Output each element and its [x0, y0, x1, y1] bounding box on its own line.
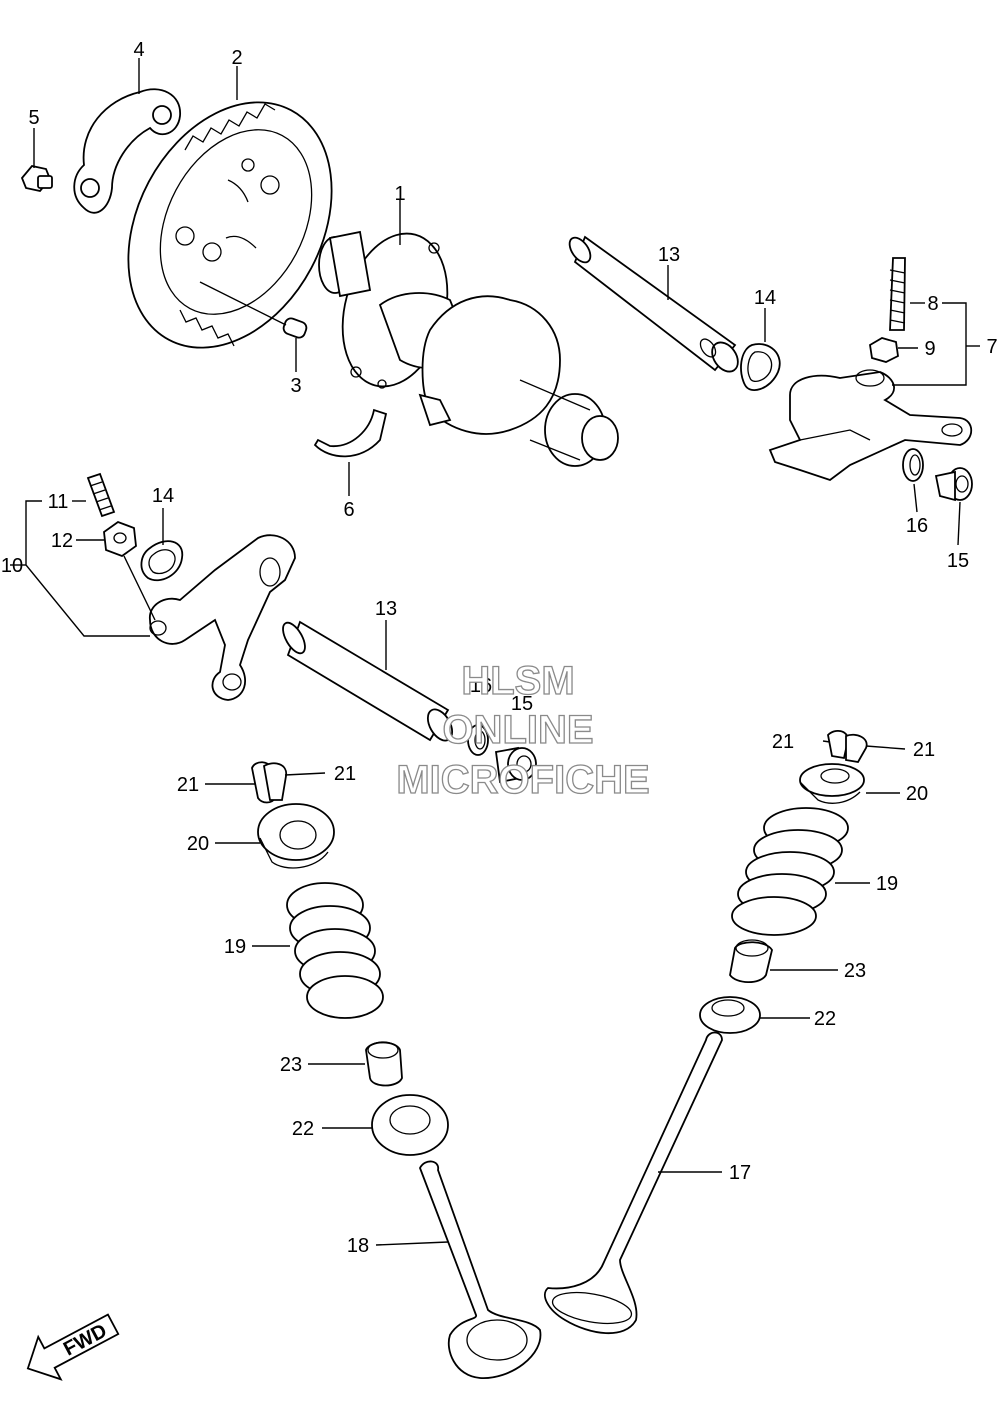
callout-3: 3 — [290, 375, 301, 397]
callout-6: 6 — [343, 499, 354, 521]
part-16-washer-upper — [902, 448, 924, 482]
part-20-spring-retainer-right — [799, 763, 865, 804]
fwd-arrow-icon: FWD — [26, 1313, 120, 1381]
part-21-cotter-halves-left — [251, 761, 287, 804]
part-10-rocker-arm-lower — [149, 534, 296, 701]
callout-21-right-a: 21 — [772, 731, 794, 753]
part-2-cam-sprocket — [127, 101, 333, 349]
callout-14-upper: 14 — [754, 287, 776, 309]
callout-21-right-b: 21 — [913, 739, 935, 761]
callout-21-left-a: 21 — [177, 774, 199, 796]
part-12-lock-nut-lower — [103, 520, 137, 558]
callout-10: 10 — [1, 555, 23, 577]
callout-22-left: 22 — [292, 1118, 314, 1140]
callout-16-center: 16 — [470, 675, 492, 697]
callout-labels: 1 2 3 4 5 6 7 8 9 10 11 12 13 13 14 14 1… — [1, 39, 998, 1257]
callout-20-right: 20 — [906, 783, 928, 805]
callout-12: 12 — [51, 530, 73, 552]
part-8-adjusting-screw-upper — [889, 257, 906, 331]
callout-11: 11 — [48, 491, 69, 513]
part-3-dowel-pin — [199, 281, 308, 339]
callout-13-upper: 13 — [658, 244, 680, 266]
callout-20-left: 20 — [187, 833, 209, 855]
part-17-exhaust-valve — [543, 1031, 723, 1335]
callout-14-lower: 14 — [152, 485, 174, 507]
callout-13-lower: 13 — [375, 598, 397, 620]
watermark-line-1: HLSM — [461, 659, 574, 703]
leader-lines — [10, 58, 980, 1246]
callout-8: 8 — [927, 293, 938, 315]
part-20-spring-retainer-left — [257, 803, 335, 869]
part-21-cotter-halves-right — [827, 729, 868, 763]
part-15-plug-center — [494, 746, 537, 784]
callout-2: 2 — [231, 47, 242, 69]
part-22-valve-spring-seat-right — [699, 996, 761, 1034]
watermark-line-2: ONLINE — [442, 708, 593, 752]
callout-21-left-b: 21 — [334, 763, 356, 785]
callout-15-upper: 15 — [947, 550, 969, 572]
part-23-valve-stem-seal-right — [729, 939, 773, 984]
callout-4: 4 — [133, 39, 144, 61]
callout-18: 18 — [347, 1235, 369, 1257]
callout-23-left: 23 — [280, 1054, 302, 1076]
part-13-rocker-shaft-lower — [282, 620, 454, 742]
callout-22-right: 22 — [814, 1008, 836, 1030]
part-1-camshaft — [318, 230, 619, 467]
part-4-retainer-plate — [73, 88, 181, 214]
callout-1: 1 — [394, 183, 405, 205]
part-5-bolt — [20, 165, 53, 192]
part-22-valve-spring-seat-left — [371, 1094, 449, 1156]
part-23-valve-stem-seal-left — [365, 1041, 403, 1087]
watermark: HLSM ONLINE MICROFICHE — [396, 658, 651, 802]
watermark-line-3: MICROFICHE — [396, 758, 649, 802]
part-13-rocker-shaft-upper — [568, 235, 739, 373]
callout-16-upper: 16 — [906, 515, 928, 537]
part-19-valve-spring-right — [731, 807, 849, 936]
part-18-intake-valve — [419, 1160, 542, 1379]
callout-19-right: 19 — [876, 873, 898, 895]
part-11-adjusting-screw-lower — [86, 472, 116, 518]
part-7-rocker-arm-upper — [768, 369, 973, 482]
part-9-lock-nut-upper — [869, 337, 899, 363]
part-14-o-ring-upper — [740, 343, 781, 391]
part-16-washer-center — [467, 724, 489, 756]
callout-15-center: 15 — [511, 693, 533, 715]
part-15-plug-upper — [934, 467, 973, 502]
callout-9: 9 — [924, 338, 935, 360]
callout-19-left: 19 — [224, 936, 246, 958]
part-6-thrust-half-ring — [313, 408, 388, 458]
callout-23-right: 23 — [844, 960, 866, 982]
part-19-valve-spring-left — [286, 882, 384, 1019]
callout-7: 7 — [986, 336, 997, 358]
callout-17: 17 — [729, 1162, 751, 1184]
callout-5: 5 — [28, 107, 39, 129]
part-14-o-ring-lower — [140, 540, 184, 582]
